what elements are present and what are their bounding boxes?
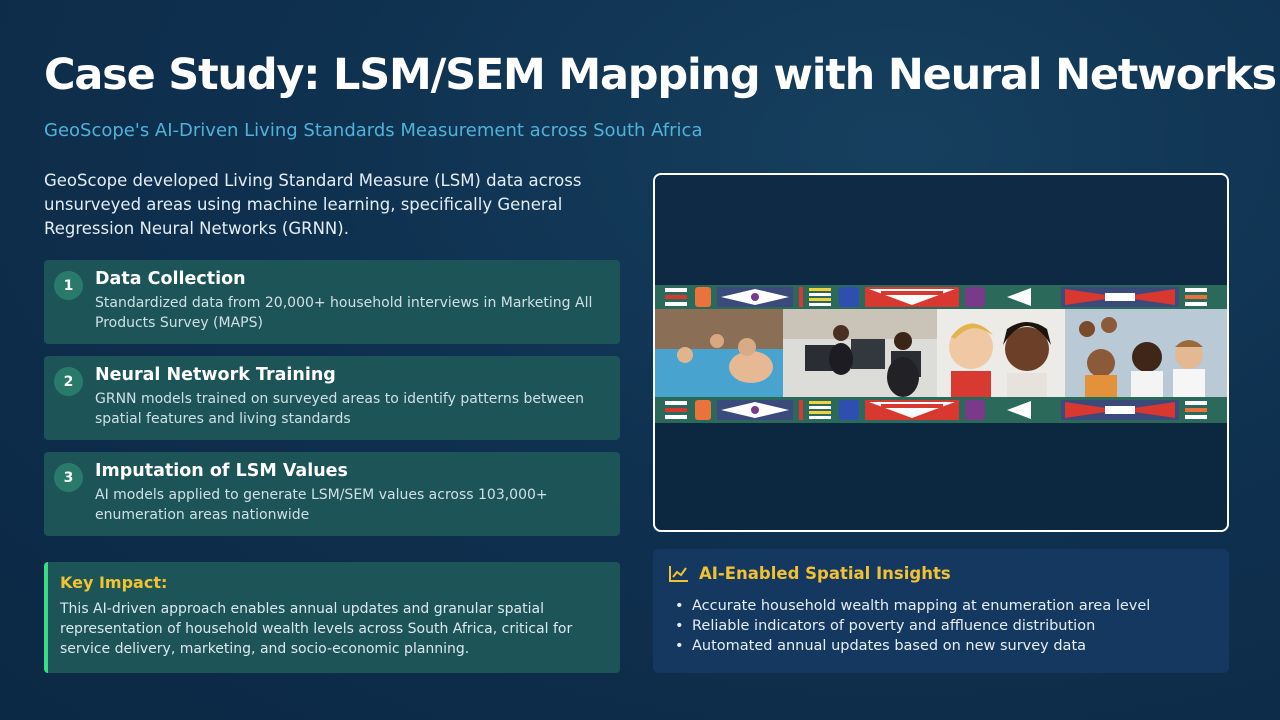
step-description: AI models applied to generate LSM/SEM va…: [95, 487, 548, 523]
step-title: Neural Network Training: [95, 365, 336, 385]
impact-text: This AI-driven approach enables annual u…: [60, 601, 573, 657]
insights-title: AI-Enabled Spatial Insights: [699, 564, 951, 583]
step-card-imputation: 3 Imputation of LSM Values AI models app…: [44, 452, 620, 536]
step-description: Standardized data from 20,000+ household…: [95, 295, 593, 331]
photo-strip: [655, 309, 1227, 397]
bottom-pattern-band: [655, 397, 1227, 423]
line-chart-icon: [669, 565, 688, 582]
intro-paragraph: GeoScope developed Living Standard Measu…: [44, 171, 582, 238]
step-number-badge: 1: [54, 271, 83, 300]
insights-header: AI-Enabled Spatial Insights: [668, 564, 951, 583]
step-card-neural-network-training: 2 Neural Network Training GRNN models tr…: [44, 356, 620, 440]
photo-collage-image: [653, 173, 1229, 532]
step-number-badge: 3: [54, 463, 83, 492]
step-title: Data Collection: [95, 269, 246, 289]
insights-list: Accurate household wealth mapping at enu…: [675, 596, 1150, 656]
list-item: Automated annual updates based on new su…: [675, 636, 1150, 656]
step-number-badge: 2: [54, 367, 83, 396]
list-item: Accurate household wealth mapping at enu…: [675, 596, 1150, 616]
spatial-insights-panel: AI-Enabled Spatial Insights Accurate hou…: [653, 549, 1229, 673]
page-title: Case Study: LSM/SEM Mapping with Neural …: [44, 50, 1277, 100]
step-card-data-collection: 1 Data Collection Standardized data from…: [44, 260, 620, 344]
page-subtitle: GeoScope's AI-Driven Living Standards Me…: [44, 120, 703, 141]
key-impact-callout: Key Impact: This AI-driven approach enab…: [44, 562, 620, 673]
list-item: Reliable indicators of poverty and afflu…: [675, 616, 1150, 636]
top-pattern-band: [655, 285, 1227, 309]
step-title: Imputation of LSM Values: [95, 461, 348, 481]
impact-title: Key Impact:: [60, 573, 168, 592]
people-photo-banner: [655, 285, 1227, 423]
step-description: GRNN models trained on surveyed areas to…: [95, 391, 585, 427]
